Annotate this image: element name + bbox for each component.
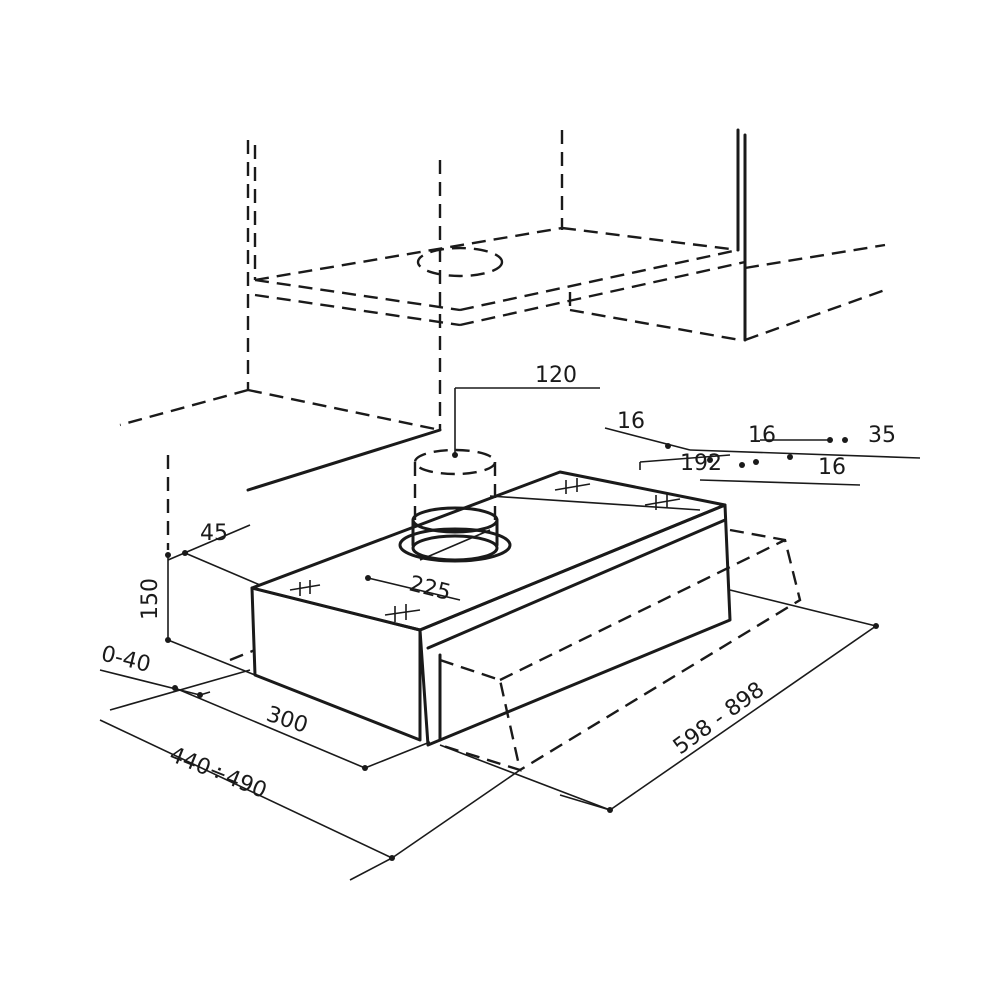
dimension-labels: 120 16 192 16 35 16 45 150 225 0-40 300 … xyxy=(99,363,896,804)
label-depth-body: 300 xyxy=(263,702,311,739)
label-screw-e: 16 xyxy=(818,455,846,480)
label-depth-total: 440÷490 xyxy=(166,742,270,804)
label-screw-a: 16 xyxy=(617,409,645,434)
label-screw-d: 35 xyxy=(868,423,896,448)
label-duct-diameter: 120 xyxy=(535,363,577,388)
label-width-range: 598 - 898 xyxy=(669,677,769,759)
duct-outlet xyxy=(398,448,512,563)
screw-hole-marks xyxy=(289,478,681,622)
label-screw-b: 192 xyxy=(680,451,722,476)
label-cutout-width: 225 xyxy=(407,572,454,606)
wall-cabinet-outline xyxy=(119,128,886,550)
label-height: 150 xyxy=(138,578,163,620)
label-screw-c: 16 xyxy=(748,423,776,448)
hood-body xyxy=(229,470,802,772)
label-side-offset: 45 xyxy=(200,521,228,546)
dimension-lines xyxy=(99,387,921,881)
